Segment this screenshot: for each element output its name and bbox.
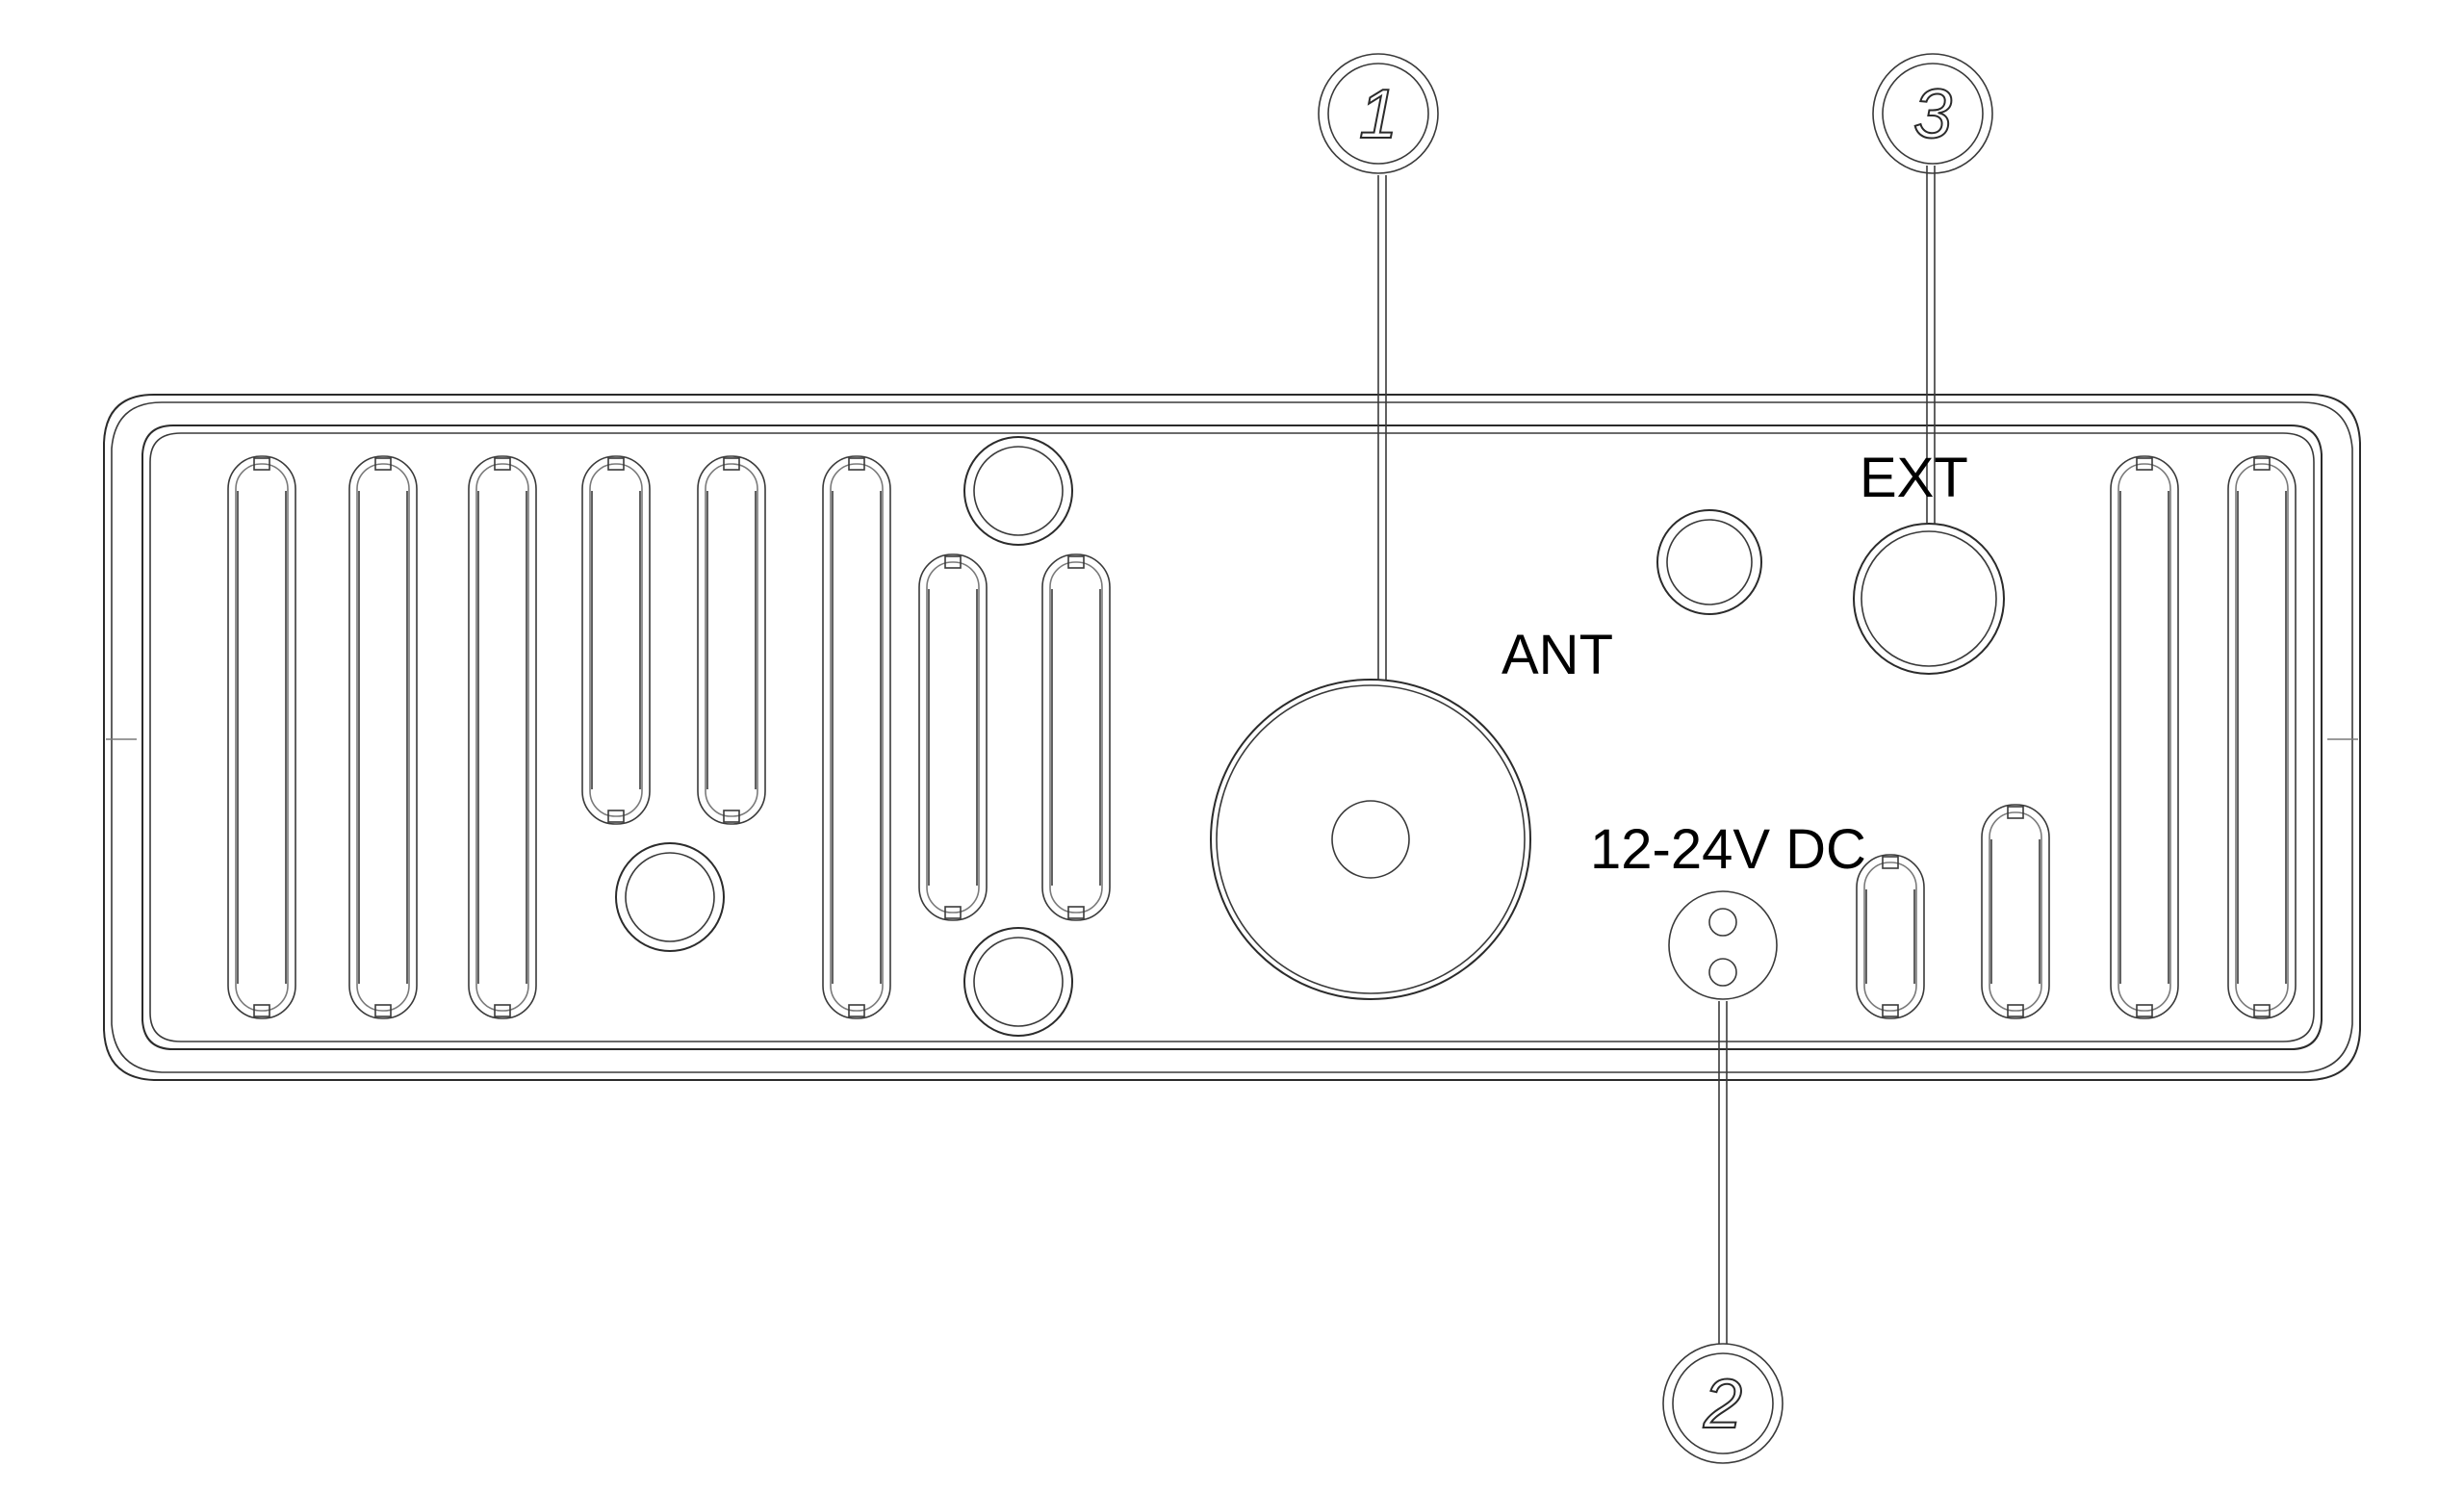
callout-3-number: 3 xyxy=(1913,76,1952,153)
vent-slot xyxy=(697,455,766,825)
ext-speaker-jack xyxy=(1853,523,2005,675)
callout-2: 2 xyxy=(1662,1343,1784,1464)
callout-2-number: 2 xyxy=(1703,1366,1742,1443)
callout-1: 1 xyxy=(1318,53,1439,174)
callout-3: 3 xyxy=(1872,53,1993,174)
label-dc: 12-24V DC xyxy=(1590,818,1866,881)
vent-slot xyxy=(348,455,418,1019)
vent-slot xyxy=(822,455,891,1019)
vent-slot xyxy=(2110,455,2179,1019)
vent-slot xyxy=(2227,455,2297,1019)
label-ext: EXT xyxy=(1860,447,1968,509)
vent-slots xyxy=(227,455,2297,1019)
label-ant: ANT xyxy=(1502,624,1613,686)
panel-housing xyxy=(103,394,2361,1081)
round-holes xyxy=(615,436,2005,1037)
ant-connector xyxy=(1656,509,1762,615)
leader-lines xyxy=(1377,166,1936,1344)
vent-slot xyxy=(581,455,651,825)
dc-power-socket xyxy=(1668,890,1778,1000)
vent-slot xyxy=(1981,804,2050,1019)
vent-slot xyxy=(1041,553,1111,921)
mount-hole xyxy=(963,927,1073,1037)
speaker-grille xyxy=(1210,679,1531,1000)
vent-slot xyxy=(468,455,537,1019)
vent-slot xyxy=(1856,854,1925,1019)
vent-slot xyxy=(227,455,296,1019)
callout-1-number: 1 xyxy=(1359,76,1398,153)
mount-hole xyxy=(963,436,1073,546)
mount-hole xyxy=(615,842,725,952)
vent-slot xyxy=(918,553,988,921)
